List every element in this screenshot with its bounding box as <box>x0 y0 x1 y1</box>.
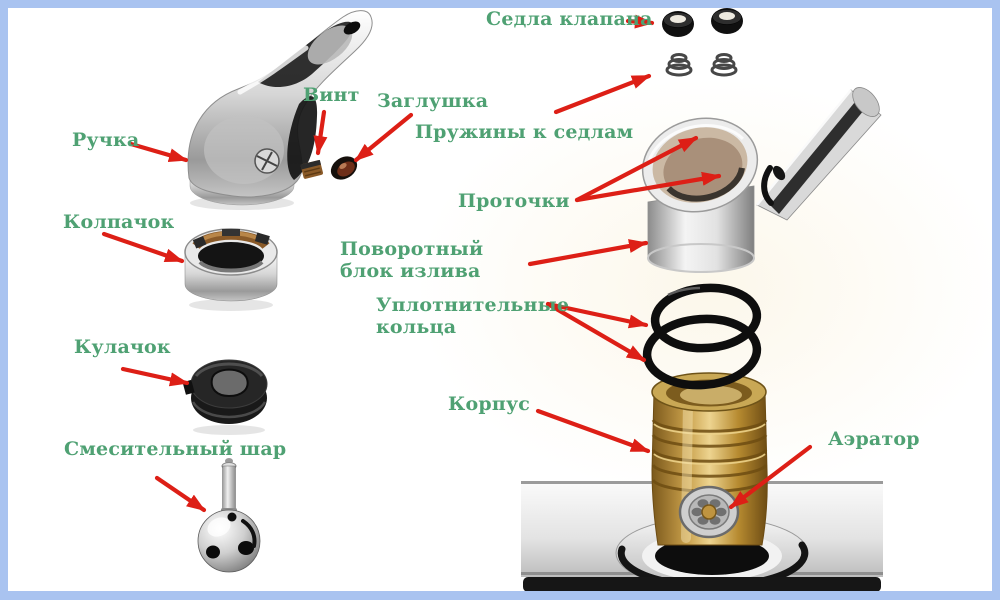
label-mixing-ball: Смесительный шар <box>64 438 287 460</box>
label-cap: Колпачок <box>63 211 175 233</box>
cam-illustration <box>182 359 268 435</box>
arrow-mixing-ball <box>154 475 207 513</box>
label-grooves: Проточки <box>458 190 570 212</box>
label-screw: Винт <box>303 84 360 106</box>
cap-illustration <box>184 228 278 311</box>
label-cam: Кулачок <box>74 336 171 358</box>
arrow-grooves-2 <box>574 171 722 203</box>
arrow-springs <box>553 73 652 115</box>
pointer-arrows <box>101 14 813 513</box>
arrow-cap <box>101 231 185 264</box>
arrow-grooves-1 <box>574 135 699 203</box>
label-handle: Ручка <box>72 129 140 151</box>
arrow-cam <box>120 366 190 387</box>
spout-block-illustration <box>641 87 882 273</box>
arrow-handle <box>128 141 189 163</box>
arrow-plug <box>353 112 414 163</box>
arrow-valve-seats <box>625 14 655 29</box>
mixing-ball-illustration <box>197 458 261 573</box>
arrow-o-rings-1 <box>545 301 649 329</box>
label-spout-block: Поворотный блок излива <box>340 238 484 283</box>
body-cartridge-illustration <box>651 372 768 546</box>
plug-illustration <box>330 156 358 180</box>
label-plug: Заглушка <box>377 90 489 112</box>
label-springs: Пружины к седлам <box>415 121 634 143</box>
screw-illustration <box>300 159 323 179</box>
arrow-screw <box>313 109 328 156</box>
arrow-o-rings-2 <box>545 301 647 363</box>
label-o-rings: Уплотнительные кольца <box>376 294 570 339</box>
valve-seats-illustration <box>662 8 743 37</box>
arrow-body <box>535 408 651 454</box>
arrow-aerator <box>728 444 813 510</box>
label-valve-seats: Седла клапана <box>486 8 653 30</box>
springs-illustration <box>665 53 738 77</box>
label-aerator: Аэратор <box>828 428 920 450</box>
handle-illustration <box>187 10 373 210</box>
aerator-illustration <box>678 485 740 539</box>
o-rings-illustration <box>642 283 762 390</box>
label-body: Корпус <box>448 393 531 415</box>
arrow-spout-block <box>527 239 649 267</box>
